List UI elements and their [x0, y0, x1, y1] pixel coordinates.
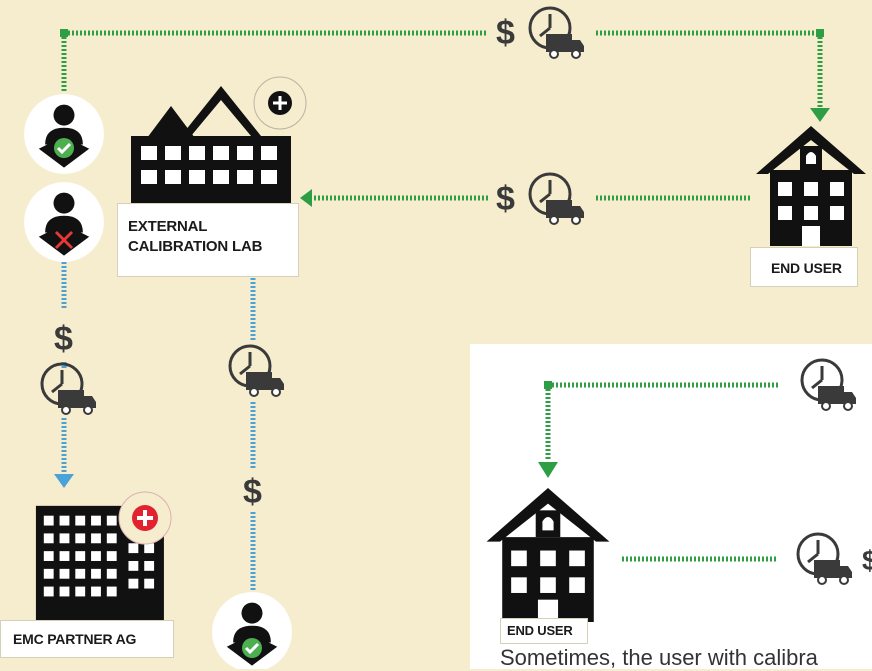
person-cross-icon [24, 182, 104, 262]
emc-partner-label-box: EMC PARTNER AG [0, 620, 174, 658]
arrowhead-down [538, 462, 558, 478]
end-user-label: END USER [771, 260, 842, 276]
external-lab-label-line1: EXTERNAL [128, 218, 208, 235]
arrowhead-down-blue [54, 474, 74, 488]
end-user-label-box-2: END USER [500, 618, 588, 644]
clock-truck-icon [40, 362, 96, 416]
flow-line-top-left [61, 30, 823, 201]
end-user-house-icon [756, 126, 866, 246]
clock-truck-icon [528, 6, 584, 60]
cost-icon: $ [54, 320, 73, 358]
flow-node [60, 29, 68, 37]
panel-caption: Sometimes, the user with calibra [500, 645, 818, 670]
clock-truck-icon [528, 172, 584, 226]
arrowhead-down [810, 108, 830, 122]
cost-icon: $ [496, 180, 515, 218]
person-check-icon [24, 94, 104, 174]
clock-truck-icon [228, 344, 284, 398]
flow-node [816, 29, 824, 37]
cost-icon: $ [862, 545, 872, 576]
end-user-label-2: END USER [507, 623, 573, 638]
cost-icon: $ [496, 14, 515, 52]
cost-icon: $ [243, 473, 262, 511]
emc-partner-label: EMC PARTNER AG [13, 631, 137, 647]
end-user-label-box: END USER [750, 247, 858, 287]
external-lab-label-line2: CALIBRATION LAB [128, 238, 263, 255]
external-lab-label-box: EXTERNAL CALIBRATION LAB [117, 203, 299, 277]
flow-line-panel [545, 382, 780, 562]
arrowhead-left [300, 189, 312, 207]
